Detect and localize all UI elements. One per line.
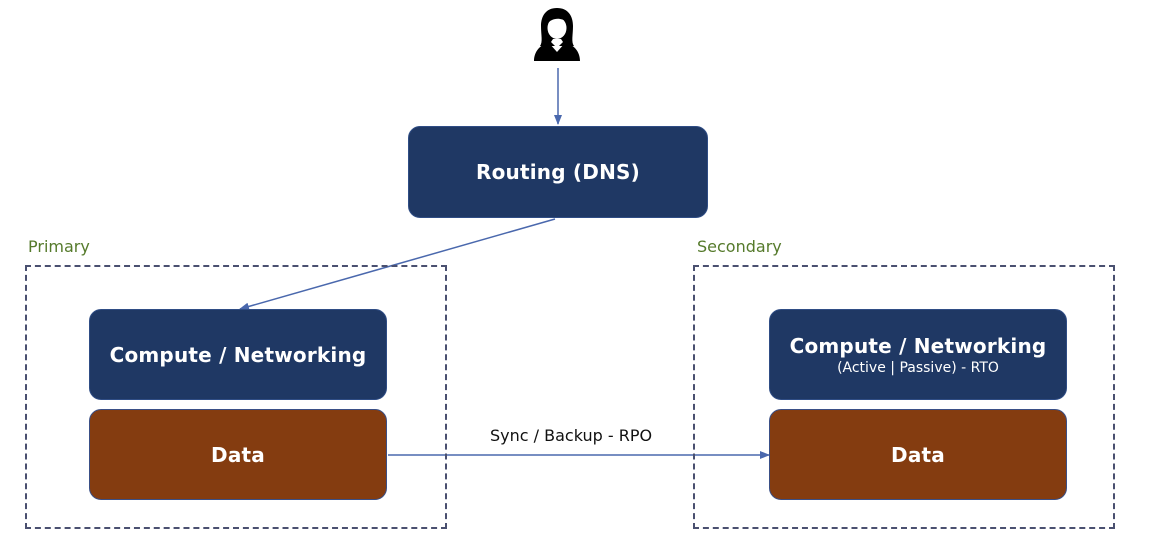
- primary-data-node: Data: [89, 409, 387, 500]
- secondary-data-node: Data: [769, 409, 1067, 500]
- primary-data-label: Data: [211, 442, 265, 467]
- sync-backup-label: Sync / Backup - RPO: [490, 426, 653, 445]
- secondary-region: [693, 265, 1115, 529]
- routing-to-primary-arrow: [239, 218, 556, 311]
- primary-compute-node: Compute / Networking: [89, 309, 387, 400]
- routing-label: Routing (DNS): [476, 160, 640, 184]
- primary-compute-label: Compute / Networking: [109, 342, 367, 367]
- primary-region-label: Primary: [28, 237, 90, 256]
- secondary-compute-label: Compute / Networking: [789, 333, 1047, 358]
- primary-region: [25, 265, 447, 529]
- secondary-compute-node: Compute / Networking (Active | Passive) …: [769, 309, 1067, 400]
- secondary-compute-sublabel: (Active | Passive) - RTO: [837, 359, 999, 376]
- secondary-data-label: Data: [891, 442, 945, 467]
- user-icon: [534, 8, 580, 61]
- secondary-region-label: Secondary: [697, 237, 782, 256]
- routing-node: Routing (DNS): [408, 126, 708, 218]
